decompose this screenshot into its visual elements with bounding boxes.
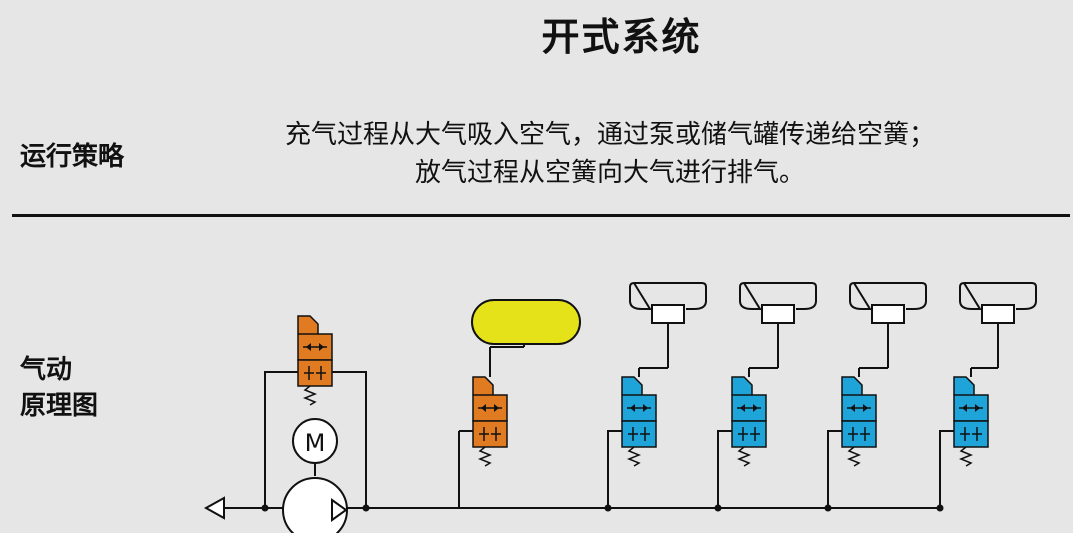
diagram-label-line-2: 原理图 xyxy=(20,391,99,421)
spring-valve-2-icon xyxy=(731,376,767,467)
strategy-line-2: 放气过程从空簧向大气进行排气。 xyxy=(414,158,805,188)
air-spring-4-icon xyxy=(959,282,1037,324)
strategy-label: 运行策略 xyxy=(20,142,125,172)
reservoir-tank-icon xyxy=(471,299,581,345)
spring-valve-3-icon xyxy=(841,376,877,467)
air-spring-1-icon xyxy=(629,282,707,324)
exhaust-valve-icon xyxy=(297,315,333,406)
diagram-label: 气动 原理图 xyxy=(20,352,98,424)
diagram-label-line-1: 气动 xyxy=(20,355,73,385)
section-divider xyxy=(12,214,1070,217)
exhaust-port-icon xyxy=(203,496,225,520)
strategy-description: 充气过程从大气吸入空气，通过泵或储气罐传递给空簧； 放气过程从空簧向大气进行排气… xyxy=(200,116,1020,192)
spring-valve-1-icon xyxy=(621,376,657,467)
air-spring-3-icon xyxy=(849,282,927,324)
strategy-line-1: 充气过程从大气吸入空气，通过泵或储气罐传递给空簧； xyxy=(284,120,935,150)
motor-label: M xyxy=(305,429,326,457)
reservoir-valve-icon xyxy=(472,376,508,467)
spring-valve-4-icon xyxy=(953,376,989,467)
page-title: 开式系统 xyxy=(541,15,702,59)
air-spring-2-icon xyxy=(739,282,817,324)
